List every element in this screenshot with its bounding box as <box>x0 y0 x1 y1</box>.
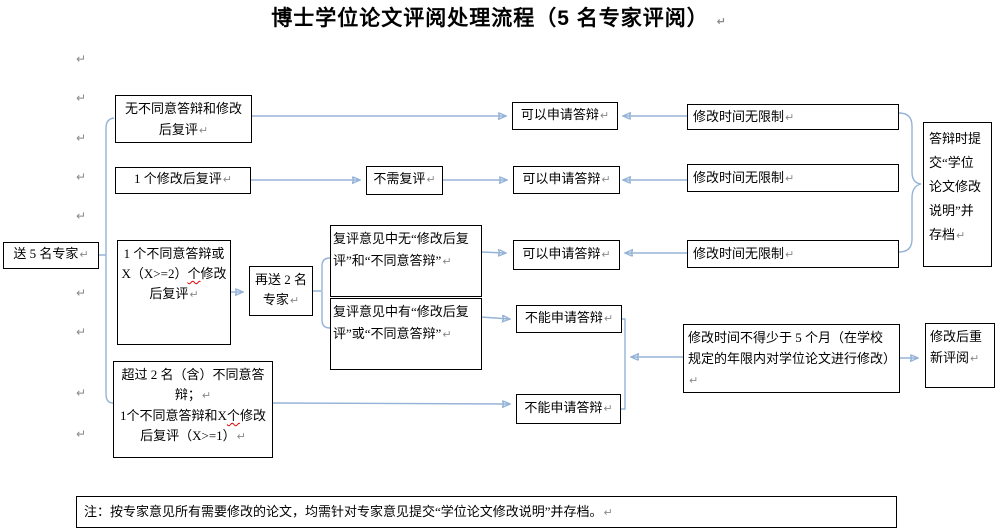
arrow-recheck-flagged-to-cannot-defend-1 <box>480 317 509 319</box>
paragraph-mark: ↵ <box>222 173 232 186</box>
node-label: 不能申请答辩 <box>524 310 603 325</box>
paragraph-mark: ↵ <box>75 325 87 339</box>
paragraph-mark: ↵ <box>75 386 87 400</box>
paragraph-mark: ↵ <box>785 172 795 185</box>
arrow-branch4-to-cannot-defend-2 <box>272 403 509 404</box>
node-label: 可以申请答辩 <box>520 107 599 122</box>
node-label: 1个不同意答辩和X <box>120 408 227 423</box>
node-can-defend-1: 可以申请答辩↵ <box>512 102 618 130</box>
node-label: 1 个修改后复评 <box>134 171 222 186</box>
connector-resend-bracket <box>313 257 331 329</box>
node-label: 修改时间无限制 <box>693 170 785 185</box>
node-can-defend-3: 可以申请答辩↵ <box>513 240 620 270</box>
node-label: 复评意见中无“修改后复评”和“不同意答辩” <box>333 231 469 268</box>
paragraph-mark: ↵ <box>79 248 89 261</box>
node-archive-statement: 答辩时提交“学位论文修改说明”并存档↵ <box>923 122 992 267</box>
node-min-5-months: 修改时间不得少于 5 个月（在学校规定的年限内对学位论文进行修改） ↵ <box>683 324 900 393</box>
node-label: 修改时间无限制 <box>693 246 785 261</box>
node-unlimited-time-3: 修改时间无限制↵ <box>687 240 899 268</box>
node-label: 答辩时提交“学位论文修改说明”并存档 <box>929 131 982 242</box>
node-label: 1 个不同意答辩或 X（X>=2） <box>121 246 225 281</box>
node-cannot-defend-2: 不能申请答辩↵ <box>516 394 621 424</box>
node-cannot-defend-1: 不能申请答辩↵ <box>516 305 622 333</box>
page-title: 博士学位论文评阅处理流程（5 名专家评阅） ↵ <box>0 2 998 32</box>
node-label: 无不同意答辩和修改后复评 <box>124 101 242 137</box>
node-send-5-experts: 送 5 名专家↵ <box>3 242 99 269</box>
paragraph-mark: ↵ <box>970 352 980 365</box>
node-label: 可以申请答辩 <box>522 246 601 261</box>
node-resend-2-experts: 再送 2 名专家↵ <box>249 266 313 316</box>
bracket-cannot-defend <box>621 318 626 410</box>
node-label: 修改后复评（X>=1） <box>140 408 266 443</box>
paragraph-mark: ↵ <box>785 248 795 261</box>
paragraph-mark: ↵ <box>198 124 209 137</box>
footnote-box: 注：按专家意见所有需要修改的论文，均需针对专家意见提交“学位论文修改说明”并存档… <box>76 496 897 528</box>
paragraph-mark: ↵ <box>75 427 87 441</box>
paragraph-mark: ↵ <box>189 288 199 301</box>
paragraph-mark: ↵ <box>75 170 87 184</box>
node-one-objection-branch: 1 个不同意答辩或 X（X>=2）个修改后复评↵ <box>117 240 231 345</box>
node-label: 送 5 名专家 <box>13 246 79 261</box>
paragraph-mark: ↵ <box>689 374 699 387</box>
paragraph-mark: ↵ <box>716 15 727 28</box>
paragraph-mark: ↵ <box>75 131 87 145</box>
paragraph-mark: ↵ <box>599 109 610 122</box>
page-title-text: 博士学位论文评阅处理流程（5 名专家评阅） <box>271 7 709 30</box>
paragraph-mark: ↵ <box>201 389 212 402</box>
paragraph-mark: ↵ <box>442 328 452 341</box>
paragraph-mark: ↵ <box>426 173 436 186</box>
node-label: 修改时间无限制 <box>693 109 785 124</box>
node-label: 不能申请答辩 <box>524 400 603 415</box>
paragraph-mark: ↵ <box>956 229 966 242</box>
node-label: 复评意见中有“修改后复评”或“不同意答辩” <box>333 304 469 341</box>
node-label: 超过 2 名（含）不同意答辩； <box>121 367 265 402</box>
brace-unlimited-to-archive <box>898 112 922 253</box>
node-label: 修改后复评 <box>149 266 227 301</box>
node-unlimited-time-2: 修改时间无限制↵ <box>687 164 899 192</box>
node-paragraph: 1个不同意答辩和X个修改后复评（X>=1）↵ <box>117 406 269 447</box>
paragraph-mark: ↵ <box>236 430 246 443</box>
footnote-text: 注：按专家意见所有需要修改的论文，均需针对专家意见提交“学位论文修改说明”并存档… <box>84 504 603 519</box>
connector-send-main-bracket <box>99 117 115 404</box>
node-recheck-clear: 复评意见中无“修改后复评”和“不同意答辩”↵ <box>330 225 482 297</box>
node-label: 修改后重新评阅 <box>930 329 983 365</box>
node-unlimited-time-1: 修改时间无限制↵ <box>687 104 899 130</box>
node-many-objection-branch: 超过 2 名（含）不同意答辩；↵ 1个不同意答辩和X个修改后复评（X>=1）↵ <box>113 361 273 458</box>
spellcheck-underlined-text: 个 <box>187 266 201 281</box>
node-label: 再送 2 名专家 <box>254 272 307 307</box>
paragraph-mark: ↵ <box>603 402 613 415</box>
paragraph-mark: ↵ <box>601 173 611 186</box>
paragraph-mark: ↵ <box>75 209 87 223</box>
paragraph-mark: ↵ <box>442 255 452 268</box>
paragraph-mark: ↵ <box>603 312 614 325</box>
spellcheck-underlined-text: 个 <box>226 408 240 423</box>
paragraph-mark: ↵ <box>601 248 611 261</box>
node-one-revision-branch: 1 个修改后复评↵ <box>115 167 251 194</box>
paragraph-mark: ↵ <box>75 286 87 300</box>
paragraph-mark: ↵ <box>289 294 300 307</box>
node-recheck-flagged: 复评意见中有“修改后复评”或“不同意答辩”↵ <box>330 298 482 370</box>
node-label: 可以申请答辩 <box>522 171 601 186</box>
arrow-recheck-clear-to-can-defend-3 <box>480 252 505 253</box>
node-can-defend-2: 可以申请答辩↵ <box>513 166 620 194</box>
node-no-objection-branch: 无不同意答辩和修改后复评↵ <box>115 95 252 143</box>
node-label: 修改时间不得少于 5 个月（在学校规定的年限内对学位论文进行修改） <box>688 330 897 366</box>
node-paragraph: 超过 2 名（含）不同意答辩；↵ <box>117 365 269 406</box>
node-re-review: 修改后重新评阅↵ <box>925 323 995 388</box>
paragraph-mark: ↵ <box>603 506 613 519</box>
node-label: 不需复评 <box>373 171 426 186</box>
paragraph-mark: ↵ <box>785 111 795 124</box>
paragraph-mark: ↵ <box>75 91 87 105</box>
node-skip-recheck: 不需复评↵ <box>366 166 443 195</box>
paragraph-mark: ↵ <box>75 52 87 66</box>
